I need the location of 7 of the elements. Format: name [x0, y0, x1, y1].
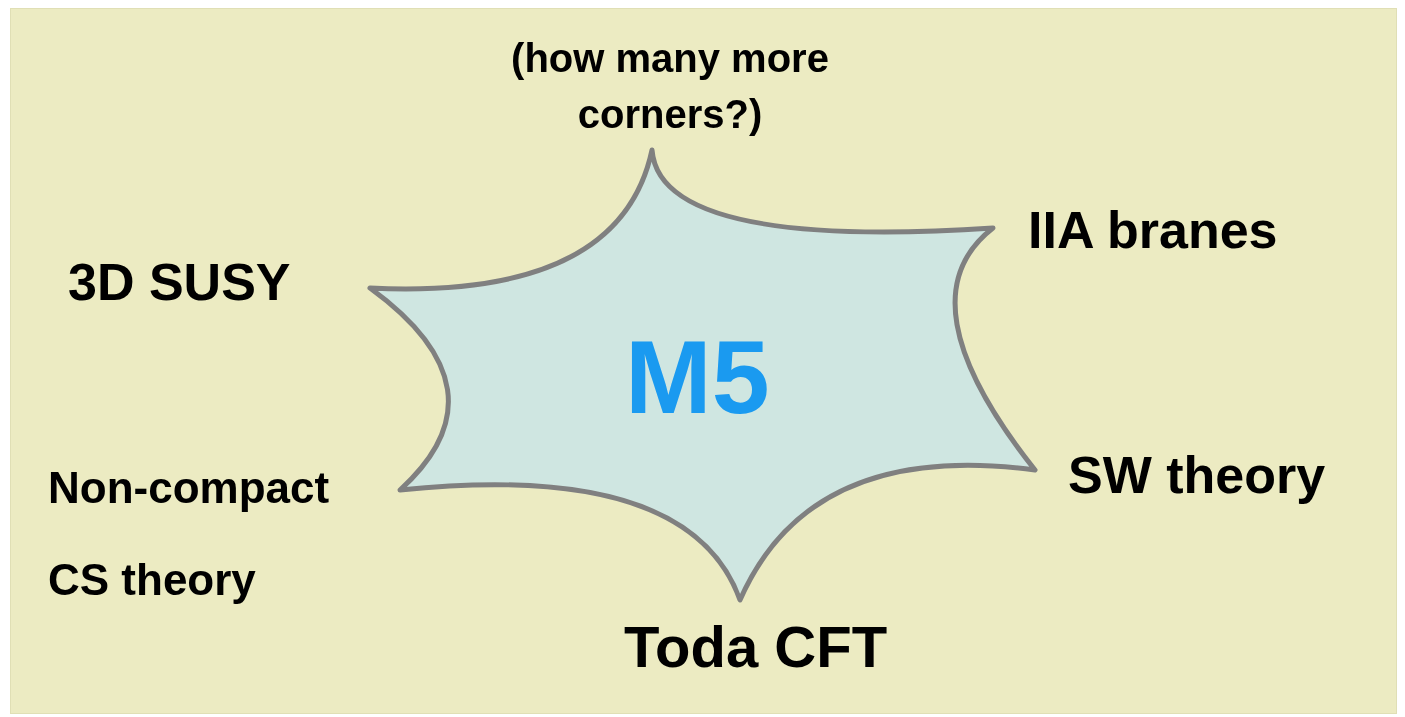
corner-label: 3D SUSY — [68, 252, 292, 313]
corner-label: (how many more corners?) — [510, 35, 830, 138]
corner-label: Non-compact CS theory — [48, 462, 331, 606]
corner-label: Toda CFT — [624, 613, 889, 681]
corner-label: IIA branes — [1028, 200, 1279, 261]
corner-label: SW theory — [1068, 445, 1327, 506]
shape-label: M5 — [625, 325, 770, 429]
